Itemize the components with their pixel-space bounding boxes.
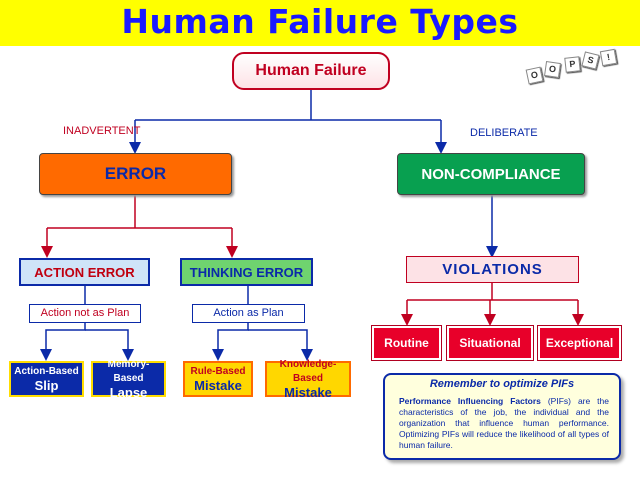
oops-die-5: !: [599, 48, 618, 67]
note-body: Performance Influencing Factors (PIFs) a…: [385, 390, 619, 451]
lapse-title: Lapse: [109, 385, 148, 400]
oops-die-3: P: [564, 56, 581, 73]
rule-subtitle: Rule-Based: [190, 366, 246, 377]
pif-note: Remember to optimize PIFs Performance In…: [383, 373, 621, 460]
thinking-error-node: THINKING ERROR: [180, 258, 313, 286]
knowledge-subtitle: Knowledge-Based: [279, 359, 337, 384]
inadvertent-label: INADVERTENT: [63, 125, 141, 137]
oops-die-2: O: [544, 61, 561, 78]
note-title: Remember to optimize PIFs: [429, 378, 575, 390]
routine-violation-node: Routine: [371, 325, 442, 361]
exceptional-violation-node: Exceptional: [537, 325, 622, 361]
action-not-as-plan-label: Action not as Plan: [29, 304, 141, 323]
note-bold: Performance Influencing Factors: [399, 396, 541, 406]
violations-node: VIOLATIONS: [406, 256, 579, 283]
action-error-node: ACTION ERROR: [19, 258, 150, 286]
title-banner: [0, 0, 640, 46]
error-node: ERROR: [39, 153, 232, 195]
slip-title: Slip: [34, 378, 59, 393]
oops-die-4: S: [581, 51, 600, 70]
human-failure-node: Human Failure: [232, 52, 390, 90]
situational-violation-node: Situational: [446, 325, 534, 361]
note-text: (PIFs) are the characteristics of the jo…: [399, 396, 609, 450]
slip-node: Action-Based Slip: [9, 361, 84, 397]
rule-title: Mistake: [194, 378, 242, 393]
action-as-plan-label: Action as Plan: [192, 304, 305, 323]
slip-subtitle: Action-Based: [14, 366, 79, 377]
page-title: Human Failure Types: [121, 2, 519, 41]
non-compliance-node: NON-COMPLIANCE: [397, 153, 585, 195]
oops-dice-graphic: O O P S !: [523, 48, 623, 90]
deliberate-label: DELIBERATE: [470, 127, 538, 139]
lapse-subtitle: Memory-Based: [107, 359, 150, 384]
knowledge-based-mistake-node: Knowledge-Based Mistake: [265, 359, 351, 400]
lapse-node: Memory-Based Lapse: [91, 359, 166, 400]
oops-die-1: O: [525, 66, 544, 85]
rule-based-mistake-node: Rule-Based Mistake: [183, 361, 253, 397]
knowledge-title: Mistake: [284, 385, 332, 400]
